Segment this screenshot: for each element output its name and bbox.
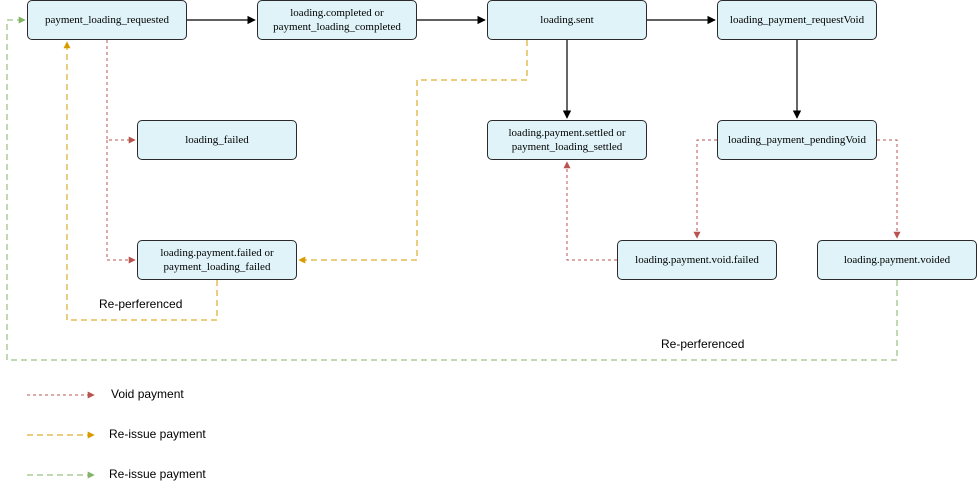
node-label-line1: loading.payment.settled or (508, 127, 626, 139)
edge-voidfailed-to-settled (563, 161, 617, 261)
legend-label-reissue-orange: Re-issue payment (109, 427, 206, 441)
edge-requested-to-failed (106, 40, 136, 144)
node-loading-payment-settled: loading.payment.settled or payment_loadi… (487, 120, 647, 160)
node-label: loading.payment.void.failed (635, 254, 759, 266)
edge-pendingvoid-to-voided (877, 139, 901, 239)
node-loading-payment-pendingvoid: loading_payment_pendingVoid (717, 120, 877, 160)
node-loading-payment-requestvoid: loading_payment_requestVoid (717, 0, 877, 40)
node-label-line1: loading.payment.failed or (160, 247, 274, 259)
node-loading-payment-void-failed: loading.payment.void.failed (617, 240, 777, 280)
legend-label-void-payment: Void payment (111, 387, 184, 401)
node-loading-sent: loading.sent (487, 0, 647, 40)
node-label-line2: payment_loading_settled (511, 141, 623, 153)
edge-payment-failed-to-requested (63, 41, 218, 321)
node-label-line2: payment_loading_completed (273, 21, 401, 33)
node-loading-payment-failed: loading.payment.failed or payment_loadin… (137, 240, 297, 280)
node-label: loading_payment_pendingVoid (728, 134, 866, 146)
edge-label-reperferenced-bottom: Re-perferenced (661, 337, 745, 351)
legend-label-reissue-green: Re-issue payment (109, 467, 206, 481)
node-loading-failed: loading_failed (137, 120, 297, 160)
edge-label-reperferenced-left: Re-perferenced (99, 297, 183, 311)
edge-pendingvoid-to-voidfailed (693, 139, 717, 239)
edge-requested-to-payment-failed (106, 140, 136, 264)
node-label: loading.payment.voided (843, 254, 951, 266)
node-label-line2: payment_loading_failed (163, 261, 271, 273)
node-label: loading_payment_requestVoid (729, 14, 865, 26)
node-payment-loading-requested: payment_loading_requested (27, 0, 187, 40)
node-label: loading.sent (540, 14, 594, 26)
node-loading-completed: loading.completed or payment_loading_com… (257, 0, 417, 40)
node-label-line1: loading.completed or (290, 7, 384, 19)
node-loading-payment-voided: loading.payment.voided (817, 240, 977, 280)
edge-voided-to-requested (6, 16, 898, 361)
node-label: loading_failed (185, 134, 249, 146)
edge-sent-to-payment-failed (298, 40, 528, 264)
node-label: payment_loading_requested (44, 14, 170, 26)
